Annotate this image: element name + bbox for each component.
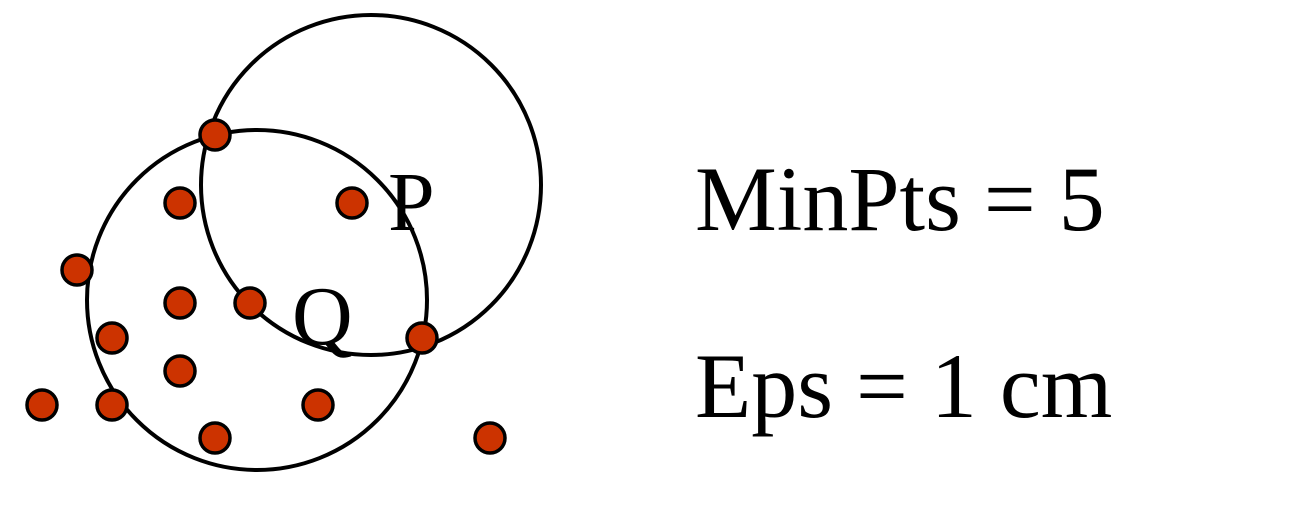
eps-label: Eps = 1 cm xyxy=(695,335,1113,437)
data-point xyxy=(233,286,267,320)
data-point xyxy=(163,354,197,388)
data-point xyxy=(198,118,232,152)
neighborhood-circle-p xyxy=(199,13,543,357)
neighborhood-circle-q xyxy=(85,128,429,472)
data-point xyxy=(335,186,369,220)
label-p: P xyxy=(388,156,435,249)
data-point xyxy=(95,388,129,422)
data-point xyxy=(405,321,439,355)
data-point xyxy=(25,388,59,422)
minpts-label: MinPts = 5 xyxy=(695,148,1105,250)
data-point xyxy=(163,186,197,220)
data-point xyxy=(301,388,335,422)
data-point xyxy=(473,421,507,455)
label-q: Q xyxy=(292,270,353,363)
data-point xyxy=(163,286,197,320)
data-point xyxy=(198,421,232,455)
data-point xyxy=(95,321,129,355)
data-point xyxy=(60,253,94,287)
data-points xyxy=(25,118,507,455)
